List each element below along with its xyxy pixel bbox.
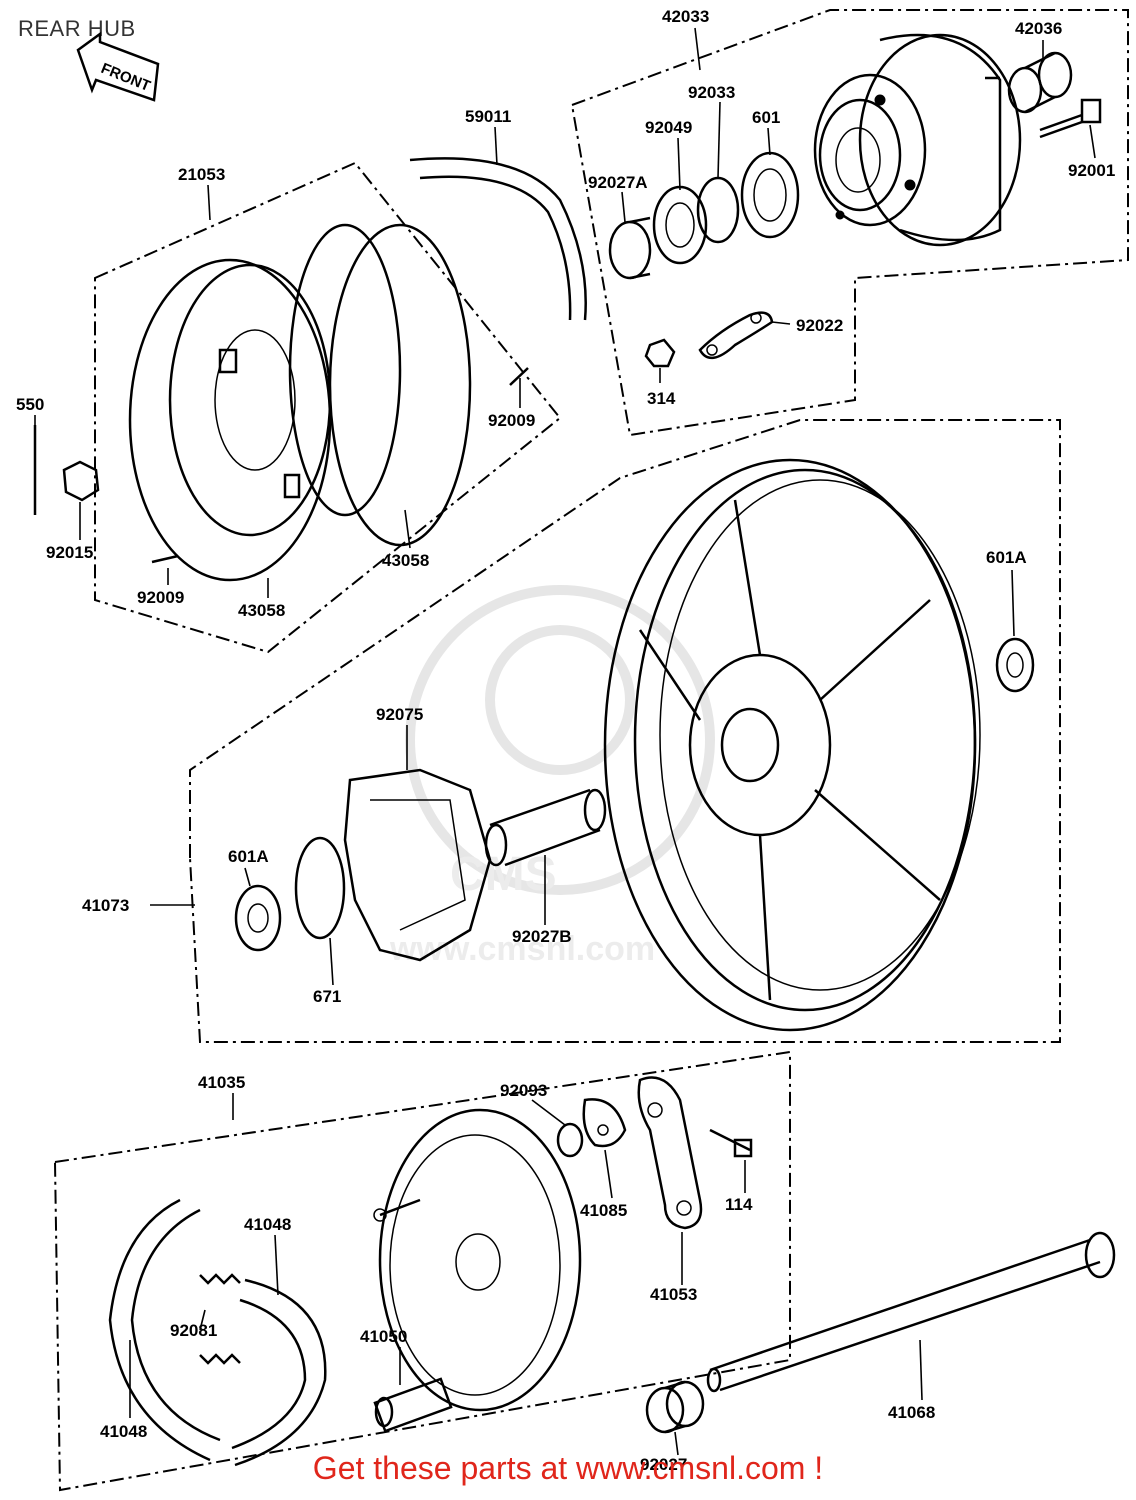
collar-42036 bbox=[1007, 51, 1073, 114]
page-title: REAR HUB bbox=[18, 16, 136, 41]
frame-wheel-assembly bbox=[189, 419, 1061, 1043]
o-ring-671 bbox=[294, 836, 346, 940]
label-92001: 92001 bbox=[1068, 161, 1115, 180]
watermark: CMS www.cmsnl.com bbox=[389, 585, 715, 968]
label-43058-right: 43058 bbox=[382, 551, 429, 570]
label-671: 671 bbox=[313, 987, 341, 1006]
nut-92015 bbox=[62, 460, 100, 502]
label-601: 601 bbox=[752, 108, 780, 127]
label-41048-bottom: 41048 bbox=[100, 1422, 147, 1441]
label-314: 314 bbox=[647, 389, 676, 408]
label-92027A: 92027A bbox=[588, 173, 648, 192]
plate-92022 bbox=[698, 311, 774, 359]
label-114: 114 bbox=[725, 1195, 753, 1214]
sprocket-21053 bbox=[128, 223, 472, 582]
watermark-url-text: www.cmsnl.com bbox=[389, 930, 655, 968]
label-92075: 92075 bbox=[376, 705, 423, 724]
brake-shoe-41048-right bbox=[231, 1278, 327, 1467]
label-41068: 41068 bbox=[888, 1403, 935, 1422]
brake-shoe-41048-left bbox=[108, 1198, 221, 1462]
label-41035: 41035 bbox=[198, 1073, 245, 1092]
nut-314 bbox=[644, 338, 676, 368]
bearing-601 bbox=[740, 151, 800, 239]
label-21053: 21053 bbox=[178, 165, 225, 184]
label-92015: 92015 bbox=[46, 543, 93, 562]
label-41053: 41053 bbox=[650, 1285, 697, 1304]
part-labels: 42033 42036 92033 92049 601 92027A 92001… bbox=[16, 7, 1115, 1474]
label-43058-left: 43058 bbox=[238, 601, 285, 620]
label-92027B: 92027B bbox=[512, 927, 572, 946]
label-42036: 42036 bbox=[1015, 19, 1062, 38]
frame-hub-assembly bbox=[570, 9, 1129, 437]
label-92049: 92049 bbox=[645, 118, 692, 137]
label-41085: 41085 bbox=[580, 1201, 627, 1220]
label-601A-left: 601A bbox=[228, 847, 269, 866]
label-92027: 92027 bbox=[640, 1455, 687, 1474]
frame-sprocket-assembly bbox=[94, 161, 562, 654]
label-92009-upper: 92009 bbox=[488, 411, 535, 430]
label-92033: 92033 bbox=[688, 83, 735, 102]
label-92081: 92081 bbox=[170, 1321, 217, 1340]
label-92093: 92093 bbox=[500, 1081, 547, 1100]
bearing-601A-left bbox=[234, 884, 282, 952]
axle-41068 bbox=[706, 1231, 1116, 1393]
bolt-92009-lower bbox=[151, 554, 179, 564]
bearing-601A-right bbox=[995, 637, 1035, 693]
label-92022: 92022 bbox=[796, 316, 843, 335]
bolt-114 bbox=[709, 1128, 753, 1158]
chain-59011 bbox=[409, 157, 587, 321]
collar-92027B bbox=[484, 788, 607, 867]
indicator-41085 bbox=[582, 1098, 627, 1148]
wheel-rim bbox=[603, 458, 981, 1032]
label-601A-right: 601A bbox=[986, 548, 1027, 567]
label-42033: 42033 bbox=[662, 7, 709, 26]
leader-lines bbox=[34, 27, 1096, 1456]
camshaft-41050 bbox=[373, 1377, 453, 1433]
seal-92049 bbox=[652, 185, 708, 265]
bolt-92001 bbox=[1039, 98, 1102, 139]
spring-92081 bbox=[199, 1273, 241, 1365]
lever-41053 bbox=[637, 1076, 703, 1230]
bolt-92009-upper bbox=[509, 367, 529, 386]
promo-banner[interactable]: Get these parts at www.cmsnl.com ! bbox=[312, 1450, 824, 1486]
label-92009-lower: 92009 bbox=[137, 588, 184, 607]
label-59011: 59011 bbox=[465, 107, 511, 126]
label-41048-top: 41048 bbox=[244, 1215, 291, 1234]
brake-panel-41035 bbox=[373, 1108, 582, 1412]
label-550: 550 bbox=[16, 395, 44, 414]
hub-drum bbox=[813, 33, 1022, 247]
seal-92093 bbox=[556, 1122, 584, 1158]
front-arrow-icon: FRONT bbox=[76, 31, 160, 102]
frame-brake-assembly bbox=[53, 1050, 791, 1492]
collar-92027A bbox=[608, 216, 652, 280]
label-41050: 41050 bbox=[360, 1327, 407, 1346]
collar-92027 bbox=[645, 1380, 705, 1434]
label-41073: 41073 bbox=[82, 896, 129, 915]
damper-92075 bbox=[343, 768, 492, 962]
